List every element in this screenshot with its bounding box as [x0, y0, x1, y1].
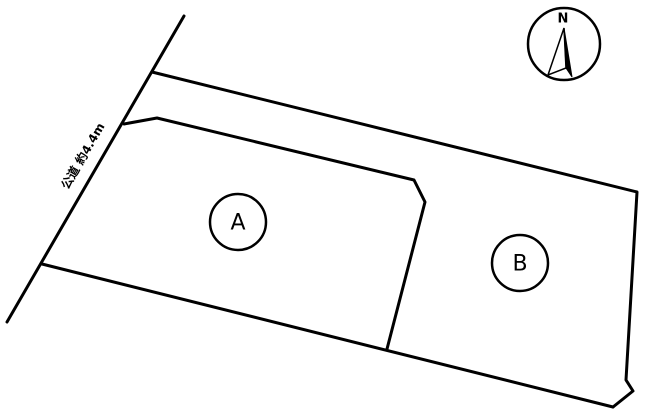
north-label: N [558, 12, 569, 27]
road-label: 公道 約4.4m [58, 120, 108, 192]
road-line [5, 14, 186, 324]
lot-b-top-boundary [150, 70, 639, 409]
lot-b-marker: B [490, 233, 550, 293]
lot-bottom-boundary [40, 262, 615, 409]
lot-a-label: A [230, 211, 245, 236]
lot-a-top-boundary [122, 116, 427, 351]
lot-a-marker: A [208, 192, 268, 252]
lot-b-label: B [512, 252, 527, 277]
north-arrow-icon: N [526, 6, 602, 82]
